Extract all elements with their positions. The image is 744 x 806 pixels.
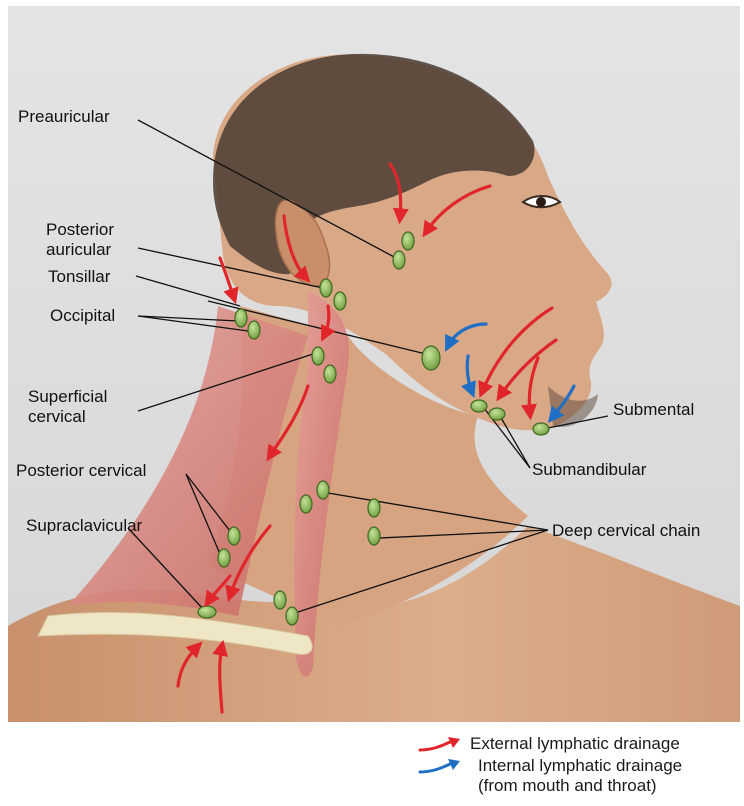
node-posterior-cervical [218, 549, 230, 567]
label-supraclavicular: Supraclavicular [26, 516, 143, 535]
legend-internal: Internal lymphatic drainage (from mouth … [418, 756, 738, 800]
node-preauricular [393, 251, 405, 269]
node-deep-cervical [286, 607, 298, 625]
node-superficial-cervical [312, 347, 324, 365]
iris [536, 197, 546, 207]
node-submandibular [489, 408, 505, 420]
label-occipital: Occipital [50, 306, 115, 325]
node-deep-cervical [368, 527, 380, 545]
label-deep-cervical-chain: Deep cervical chain [552, 521, 700, 540]
label-posterior-auricular-line1: Posterior [46, 220, 114, 239]
label-superficial-cervical-line1: Superficial [28, 387, 107, 406]
node-superficial-cervical [324, 365, 336, 383]
label-posterior-cervical: Posterior cervical [16, 461, 146, 480]
red-arrow-icon [418, 736, 462, 754]
node-posterior-auricular [334, 292, 346, 310]
legend-internal-label-line2: (from mouth and throat) [478, 776, 657, 796]
label-submental: Submental [613, 400, 694, 419]
label-submandibular: Submandibular [532, 460, 647, 479]
head-neck-illustration: Preauricular Posterior auricular Tonsill… [8, 6, 740, 722]
legend-external-label: External lymphatic drainage [470, 734, 680, 754]
legend-internal-label-line1: Internal lymphatic drainage [478, 756, 682, 776]
node-deep-cervical [274, 591, 286, 609]
node-tonsillar [422, 346, 440, 370]
node-submandibular [471, 400, 487, 412]
label-tonsillar: Tonsillar [48, 267, 111, 286]
node-deep-cervical [368, 499, 380, 517]
node-preauricular [402, 232, 414, 250]
node-supraclavicular [198, 606, 216, 618]
label-superficial-cervical-line2: cervical [28, 407, 86, 426]
legend: External lymphatic drainage Internal lym… [418, 732, 738, 802]
node-occipital [235, 309, 247, 327]
blue-arrow-icon [418, 758, 462, 776]
node-posterior-auricular [320, 279, 332, 297]
label-posterior-auricular-line2: auricular [46, 240, 112, 259]
anatomy-figure: Preauricular Posterior auricular Tonsill… [8, 6, 740, 722]
node-deep-cervical [300, 495, 312, 513]
node-deep-cervical [317, 481, 329, 499]
node-submental [533, 423, 549, 435]
legend-external: External lymphatic drainage [418, 734, 738, 756]
node-posterior-cervical [228, 527, 240, 545]
node-occipital [248, 321, 260, 339]
label-preauricular: Preauricular [18, 107, 110, 126]
